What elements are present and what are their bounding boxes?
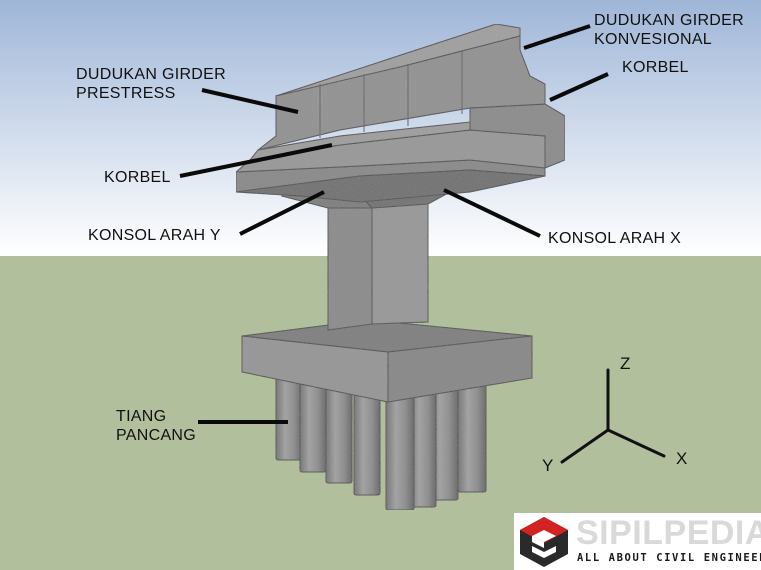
axis-x-label: X: [676, 449, 688, 468]
label-line: TIANG: [116, 408, 167, 425]
logo-subtitle: ALL ABOUT CIVIL ENGINEERING: [577, 552, 761, 564]
leader-lines: [179, 24, 609, 424]
column-side: [371, 201, 429, 325]
pile: [353, 387, 381, 496]
sipilpedia-logo: SIPILPEDIA ALL ABOUT CIVIL ENGINEERING: [514, 513, 761, 570]
label-korbel-right: KORBEL: [622, 59, 689, 76]
axis-y-line: [560, 428, 610, 464]
label-konsol-arah-y: KONSOL ARAH Y: [88, 227, 221, 244]
label-dudukan-girder-prestress: DUDUKAN GIRDER PRESTRESS: [76, 65, 226, 103]
axis-x-line: [606, 428, 666, 458]
sipilpedia-logo-mark: [520, 517, 568, 567]
label-korbel-left: KORBEL: [104, 169, 171, 186]
label-line: PANCANG: [116, 427, 197, 444]
piles: [275, 364, 487, 511]
label-line: DUDUKAN GIRDER: [76, 66, 226, 83]
leader-konsol-x: [443, 188, 541, 238]
label-line: PRESTRESS: [76, 85, 176, 102]
pile: [457, 379, 487, 493]
label-konsol-arah-x: KONSOL ARAH X: [548, 230, 682, 247]
axis-y-label: Y: [542, 456, 554, 475]
pile: [385, 391, 415, 511]
pier-structure: [234, 23, 566, 511]
leader-korbel-left: [179, 143, 333, 178]
leader-korbel-right: [549, 72, 609, 102]
logo-title: SIPILPEDIA: [576, 514, 761, 552]
label-line: DUDUKAN GIRDER: [594, 12, 744, 29]
pier-column: [327, 201, 429, 331]
girder-seat-front: [257, 35, 546, 151]
label-line: KONVESIONAL: [594, 31, 713, 48]
korbel-right-block: [469, 103, 566, 169]
pile-cap: [241, 319, 533, 403]
pile: [325, 379, 353, 484]
leader-dudukan-konvesional: [523, 24, 591, 50]
label-tiang-pancang: TIANG PANCANG: [116, 407, 196, 445]
pile-cap-side: [387, 335, 533, 403]
leader-dudukan-prestress: [201, 88, 299, 114]
label-dudukan-girder-konvesional: DUDUKAN GIRDER KONVESIONAL: [594, 11, 744, 49]
leader-konsol-y: [239, 190, 325, 236]
girder-seat-conventional: [257, 23, 546, 151]
axis-triad: [560, 368, 666, 464]
column-front: [327, 207, 373, 331]
axis-z-label: Z: [620, 354, 631, 373]
